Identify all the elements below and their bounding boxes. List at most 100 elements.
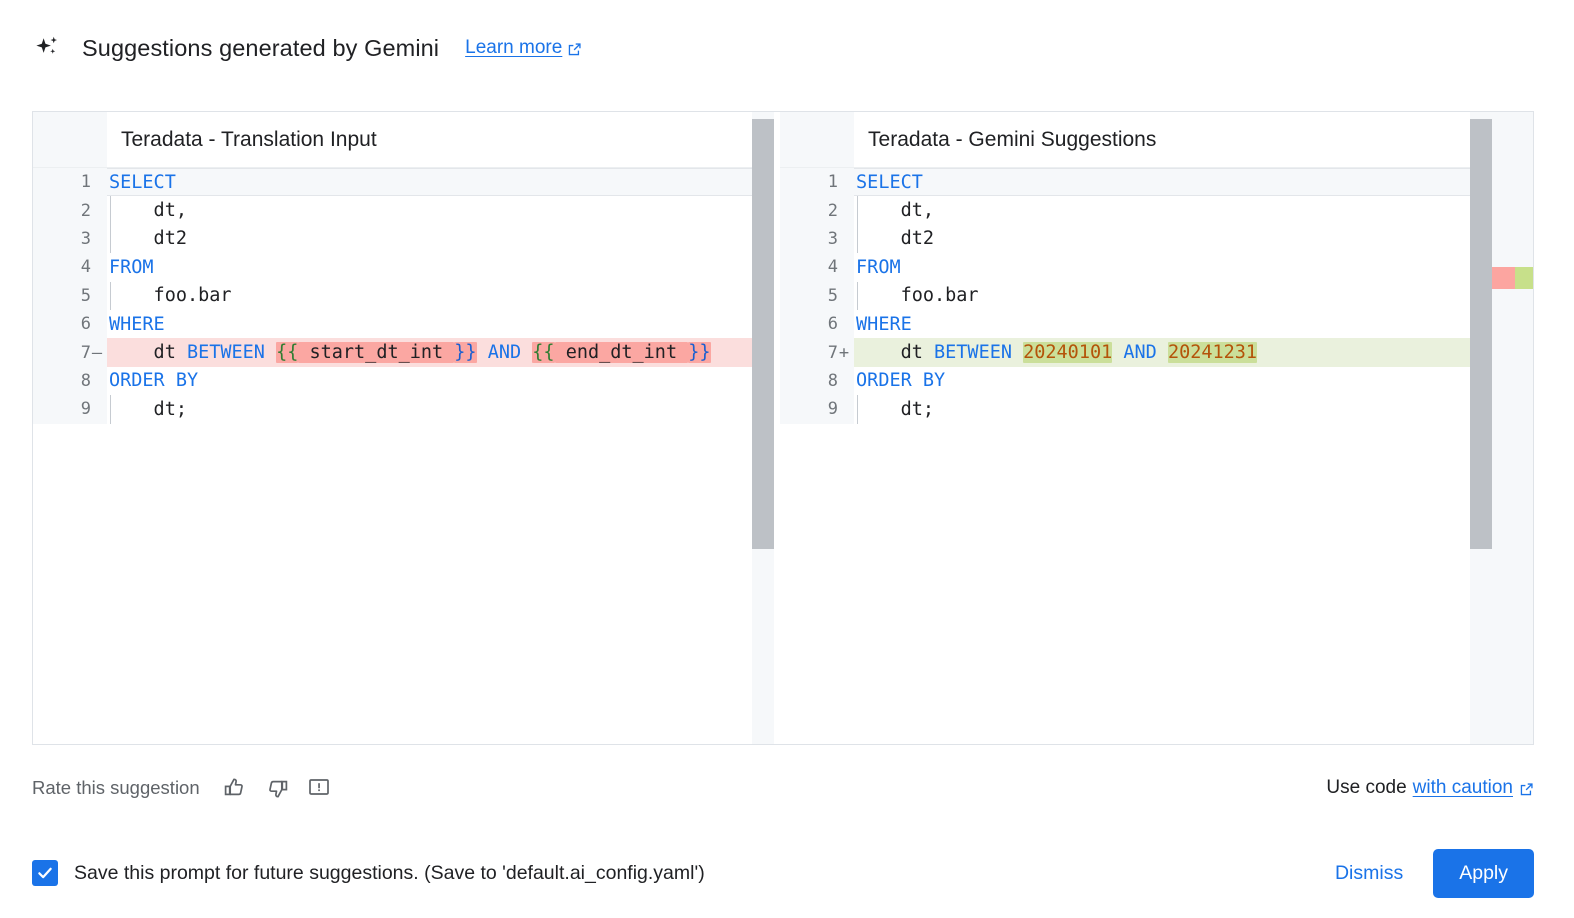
diff-sign (837, 286, 850, 306)
code-line[interactable]: 9 dt; (780, 395, 1470, 424)
left-scrollbar-thumb[interactable] (752, 119, 775, 549)
line-number-gutter: 6 (780, 309, 855, 339)
code-token: FROM (856, 256, 901, 278)
line-number-gutter: 1 (33, 168, 107, 197)
code-token: 20241231 (1167, 342, 1258, 364)
code-token: FROM (109, 256, 154, 278)
code-line[interactable]: 4 FROM (780, 253, 1470, 282)
code-tokens: dt; (107, 399, 187, 420)
line-number-gutter: 8 (33, 366, 107, 396)
code-text: SELECT (854, 168, 1470, 197)
code-line[interactable]: 9 dt; (33, 395, 752, 424)
code-token: foo.bar (856, 285, 979, 307)
panel-header: Suggestions generated by Gemini Learn mo… (32, 26, 582, 70)
line-number-gutter: 2 (33, 196, 107, 225)
diff-sign (837, 229, 850, 249)
overview-ruler[interactable] (1491, 112, 1533, 744)
line-number: 2 (827, 200, 838, 221)
code-line[interactable]: 3 dt2 (33, 224, 752, 254)
code-tokens: dt2 (107, 228, 187, 249)
code-token: dt; (109, 398, 187, 420)
code-token: AND (487, 342, 522, 364)
code-token: ORDER BY (109, 370, 199, 392)
code-line[interactable]: 2 dt, (33, 196, 752, 225)
code-text: dt2 (107, 224, 752, 254)
code-token: {{ (532, 342, 555, 364)
code-token (1112, 342, 1123, 363)
code-line[interactable]: 6 WHERE (33, 309, 752, 339)
right-scrollbar-track[interactable] (1469, 112, 1492, 744)
code-line[interactable]: 1 SELECT (780, 168, 1470, 197)
diff-sign (90, 399, 103, 419)
report-icon[interactable] (306, 775, 332, 801)
code-line[interactable]: 5 foo.bar (33, 281, 752, 310)
line-number-gutter: 4 (33, 253, 107, 282)
code-text: ORDER BY (854, 367, 1470, 395)
code-text: dt, (854, 196, 1470, 225)
save-prompt-label: Save this prompt for future suggestions.… (74, 861, 705, 884)
ruler-marker-deleted (1491, 267, 1515, 289)
code-tokens: SELECT (107, 172, 176, 193)
diff-sign (90, 257, 103, 277)
learn-more-link[interactable]: Learn more (465, 37, 582, 59)
code-text: FROM (107, 253, 752, 281)
line-number-gutter: 5 (33, 281, 107, 310)
code-token: }} (688, 342, 711, 364)
code-token: dt2 (109, 228, 187, 250)
code-line[interactable]: 8 ORDER BY (780, 366, 1470, 396)
line-number: 3 (80, 228, 91, 249)
right-pane-title: Teradata - Gemini Suggestions (868, 127, 1157, 151)
line-number: 9 (80, 399, 91, 420)
code-tokens: dt, (854, 200, 934, 221)
code-token: foo.bar (109, 285, 232, 307)
code-line[interactable]: 5 foo.bar (780, 281, 1470, 310)
line-number: 8 (80, 370, 91, 391)
code-text: dt, (107, 196, 752, 225)
code-tokens: FROM (854, 257, 901, 278)
code-token: WHERE (109, 313, 165, 335)
code-line[interactable]: 7— dt BETWEEN {{ start_dt_int }} AND {{ … (33, 338, 753, 367)
code-line[interactable]: 6 WHERE (780, 309, 1470, 339)
code-text: dt; (854, 395, 1470, 424)
code-tokens: SELECT (854, 172, 923, 193)
code-tokens: dt, (107, 200, 187, 221)
code-text: WHERE (854, 310, 1470, 338)
code-tokens: foo.bar (854, 285, 979, 306)
code-line[interactable]: 7+ dt BETWEEN 20240101 AND 20241231 (780, 338, 1470, 367)
diff-sign (90, 371, 103, 391)
thumb-up-icon[interactable] (222, 775, 248, 801)
line-number-gutter: 9 (780, 395, 855, 424)
with-caution-link[interactable]: with caution (1412, 777, 1513, 798)
diff-sign (837, 371, 850, 391)
code-token: WHERE (856, 313, 912, 335)
code-text: dt BETWEEN 20240101 AND 20241231 (854, 338, 1470, 367)
use-code-caution: Use code with caution (1326, 777, 1534, 799)
code-line[interactable]: 8 ORDER BY (33, 366, 752, 396)
thumb-down-icon[interactable] (264, 775, 290, 801)
diff-sign (837, 172, 850, 192)
code-tokens: foo.bar (107, 285, 232, 306)
left-scrollbar-track[interactable] (752, 112, 775, 744)
code-line[interactable]: 2 dt, (780, 196, 1470, 225)
code-token: BETWEEN (186, 342, 265, 364)
diff-sign (837, 314, 850, 334)
code-line[interactable]: 4 FROM (33, 253, 752, 282)
check-icon (38, 867, 52, 879)
line-number-gutter: 6 (33, 309, 107, 339)
code-text: dt2 (854, 224, 1470, 254)
line-number: 6 (80, 314, 91, 335)
right-scrollbar-thumb[interactable] (1469, 119, 1492, 549)
code-token: dt2 (856, 228, 935, 250)
code-line[interactable]: 3 dt2 (780, 224, 1470, 254)
dismiss-button[interactable]: Dismiss (1317, 852, 1421, 895)
line-number: 5 (827, 285, 838, 306)
ruler-change-marker (1491, 267, 1533, 289)
apply-button[interactable]: Apply (1433, 848, 1534, 898)
left-header-gutter (33, 112, 107, 167)
code-text: dt; (107, 395, 752, 424)
code-line[interactable]: 1 SELECT (33, 168, 753, 197)
save-prompt-checkbox[interactable] (32, 860, 58, 886)
